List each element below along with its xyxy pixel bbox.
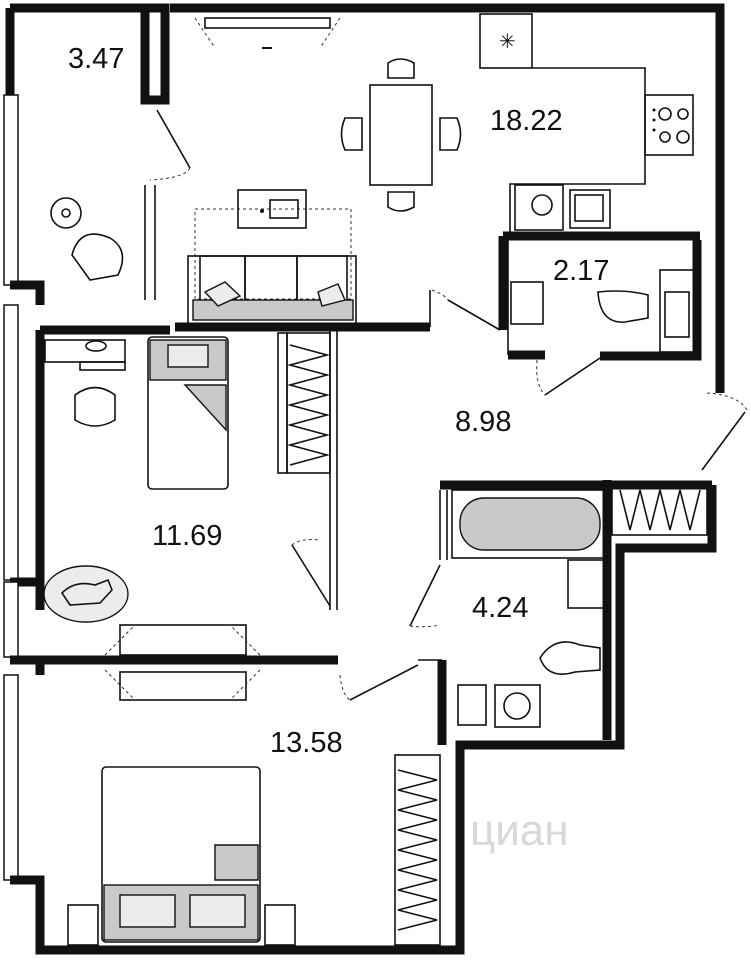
door-bathroom xyxy=(409,564,441,627)
washbasin-bath xyxy=(567,559,607,609)
ac-unit-kitchen xyxy=(194,17,341,49)
facade-segment xyxy=(3,581,19,658)
sofa xyxy=(187,255,357,329)
laundry-cabinet xyxy=(457,684,487,726)
door-bedroom-small xyxy=(291,544,331,607)
ac-unit-bedroom-main xyxy=(104,669,261,701)
toilet-bath xyxy=(539,641,601,675)
single-bed xyxy=(147,336,229,490)
area-label-kitchen-living: 18.22 xyxy=(490,105,563,137)
study-desk xyxy=(44,339,126,427)
kitchen-sink xyxy=(569,189,611,229)
window-bedroom-small xyxy=(3,304,19,581)
wardrobe-hallway xyxy=(277,332,331,474)
door-toilet xyxy=(447,299,501,331)
area-label-balcony: 3.47 xyxy=(68,43,124,75)
cooktop xyxy=(644,94,694,156)
rug xyxy=(43,565,129,623)
dishwasher xyxy=(514,184,564,231)
door-balcony xyxy=(156,109,191,169)
entrance-door xyxy=(701,411,746,471)
balcony-furniture xyxy=(50,197,124,281)
walls xyxy=(3,3,725,955)
bathtub xyxy=(451,489,605,559)
watermark-text: циан xyxy=(470,806,569,855)
kitchen-counter: ✳ xyxy=(479,13,694,232)
window-bedroom-main xyxy=(3,674,19,881)
svg-text:✳: ✳ xyxy=(499,29,516,53)
area-label-bedroom-small: 11.69 xyxy=(152,520,222,552)
toilet-fixtures xyxy=(510,269,695,353)
area-label-hallway: 8.98 xyxy=(455,406,511,438)
area-labels: 3.47 18.22 2.17 8.98 11.69 4.24 13.58 xyxy=(68,43,609,759)
dining-table xyxy=(340,58,462,212)
bathroom-fixtures xyxy=(451,489,607,728)
ac-unit-bedroom-small xyxy=(104,624,261,656)
door-bedroom-main xyxy=(349,664,419,701)
window-balcony xyxy=(3,94,19,286)
doors xyxy=(149,109,749,701)
washbasin-toilet xyxy=(510,281,544,325)
toilet-bowl xyxy=(597,290,649,323)
area-label-toilet: 2.17 xyxy=(553,255,609,287)
wardrobe-bedroom xyxy=(394,754,441,946)
cabinet xyxy=(659,269,695,353)
door-toilet-2 xyxy=(544,357,601,396)
area-label-bathroom: 4.24 xyxy=(472,592,528,624)
area-label-bedroom-main: 13.58 xyxy=(270,727,343,759)
wardrobe-entrance xyxy=(611,484,708,536)
tv-desk xyxy=(194,189,352,300)
watermark: циан xyxy=(470,806,569,855)
double-bed xyxy=(67,766,296,946)
washing-machine xyxy=(494,684,541,728)
